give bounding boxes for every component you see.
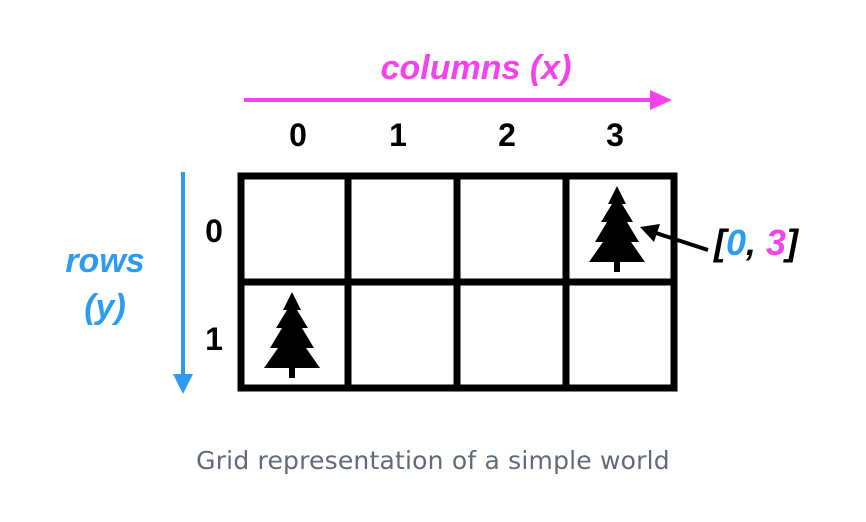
coordinate-separator: , <box>745 222 766 263</box>
column-index-2: 2 <box>498 117 516 153</box>
grid <box>237 172 678 392</box>
column-index-1: 1 <box>389 117 407 153</box>
row-index-0: 0 <box>205 213 223 249</box>
tree-icon <box>589 186 645 272</box>
rows-label: rows <box>65 242 144 280</box>
rows-arrow <box>173 172 193 394</box>
columns-arrow <box>244 90 672 110</box>
coordinate-close-bracket: ] <box>782 222 799 263</box>
columns-label: columns (x) <box>381 49 572 87</box>
pointer-arrow <box>640 224 709 252</box>
row-index-1: 1 <box>205 321 223 357</box>
tree-icon <box>264 292 320 378</box>
column-index-0: 0 <box>289 117 307 153</box>
coordinate-col-value: 3 <box>766 222 786 263</box>
column-index-3: 3 <box>606 117 624 153</box>
coordinate-row-value: 0 <box>726 222 746 263</box>
grid-world-diagram: columns (x) 0 1 2 3 rows (y) 0 1 [0, 3 <box>65 49 799 394</box>
coordinate-label: [0, 3] <box>713 222 799 263</box>
rows-label-y: (y) <box>84 288 126 326</box>
coordinate-open-bracket: [ <box>713 222 730 263</box>
figure-caption: Grid representation of a simple world <box>196 446 670 475</box>
